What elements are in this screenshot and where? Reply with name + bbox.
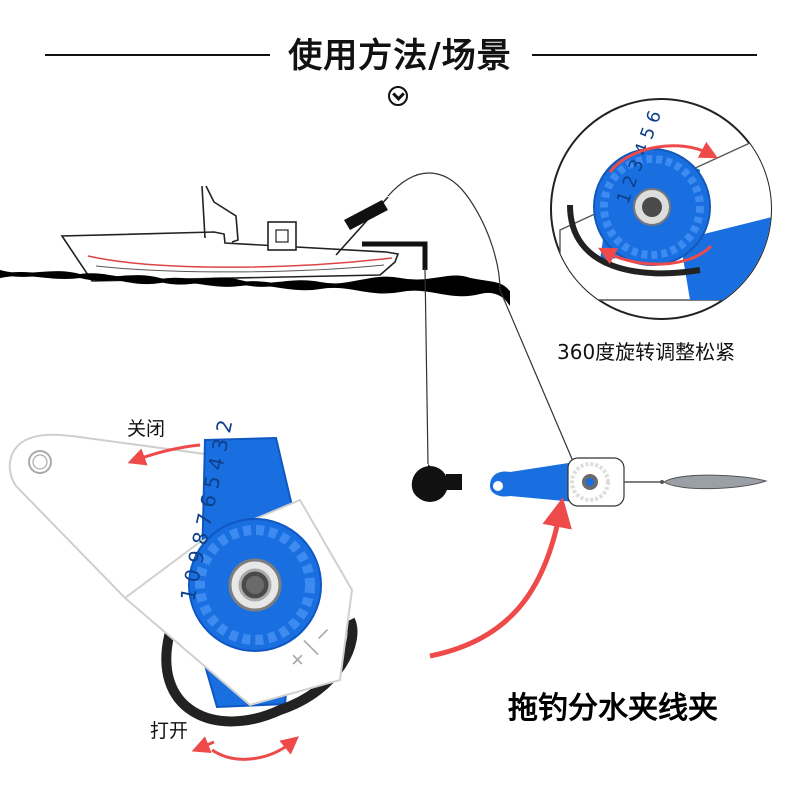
page-title: 使用方法/场景 — [288, 36, 512, 76]
close-direction-arrow — [127, 443, 201, 466]
boat-illustration — [60, 185, 428, 282]
product-name: 拖钓分水夹线夹 — [508, 691, 718, 726]
rod-line — [387, 172, 501, 291]
open-label: 打开 — [150, 720, 189, 742]
sinker-weight — [411, 464, 462, 502]
title-rule-left — [45, 54, 270, 56]
large-release-clip: + | − 1 0 9 8 7 6 5 4 3 2 — [8, 418, 358, 727]
zoom-detail: 1 2 3 4 5 6 — [550, 98, 772, 320]
water-line — [0, 269, 510, 306]
open-direction-arrow — [211, 736, 299, 761]
attach-arrow — [429, 497, 572, 659]
small-release-clip — [490, 457, 768, 507]
close-label: 关闭 — [127, 418, 166, 440]
chevron-down-circle-icon — [388, 86, 408, 106]
title-rule-right — [532, 54, 757, 56]
rotate-caption: 360度旋转调整松紧 — [557, 340, 736, 364]
